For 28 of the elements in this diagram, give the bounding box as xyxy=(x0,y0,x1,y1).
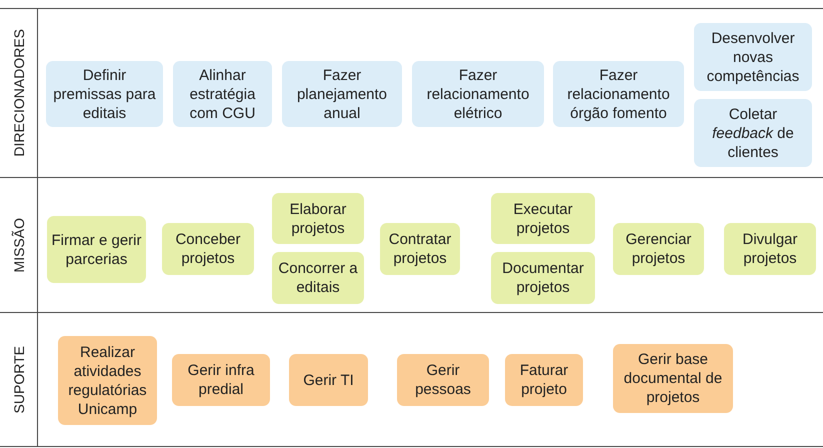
process-box: Definir premissas para editais xyxy=(46,61,163,127)
process-box: Fazer planejamento anual xyxy=(282,61,402,127)
process-box: Firmar e gerir parcerias xyxy=(47,216,146,283)
process-box: Gerenciar projetos xyxy=(613,223,704,275)
process-box: Contratar projetos xyxy=(380,223,460,275)
process-box: Fazer relacionamento órgão fomento xyxy=(553,61,684,127)
process-box: Fazer relacionamento elétrico xyxy=(412,61,544,127)
process-box: Elaborar projetos xyxy=(272,193,364,244)
process-box: Gerir pessoas xyxy=(397,354,489,406)
process-box: Gerir infra predial xyxy=(172,354,270,406)
process-box: Concorrer a editais xyxy=(272,252,364,304)
lane-label: SUPORTE xyxy=(10,346,26,414)
process-box: Realizar atividades regulatórias Unicamp xyxy=(58,336,157,425)
swimlane-band xyxy=(0,312,823,447)
lane-label: DIRECIONADORES xyxy=(10,29,26,157)
process-box: Executar projetos xyxy=(491,193,595,244)
process-box: Desenvolver novas competências xyxy=(694,23,812,91)
process-box: Coletar feedback de clientes xyxy=(694,99,812,167)
process-box: Conceber projetos xyxy=(162,223,254,275)
process-box: Gerir TI xyxy=(289,354,368,406)
process-box: Alinhar estratégia com CGU xyxy=(173,61,272,127)
process-box: Documentar projetos xyxy=(491,252,595,304)
process-box: Gerir base documental de projetos xyxy=(613,344,733,413)
process-box: Faturar projeto xyxy=(505,354,583,406)
swimlane-band xyxy=(0,177,823,312)
swimlane-band xyxy=(0,8,823,177)
lane-label: MISSÃO xyxy=(10,218,26,272)
process-box: Divulgar projetos xyxy=(724,223,816,275)
